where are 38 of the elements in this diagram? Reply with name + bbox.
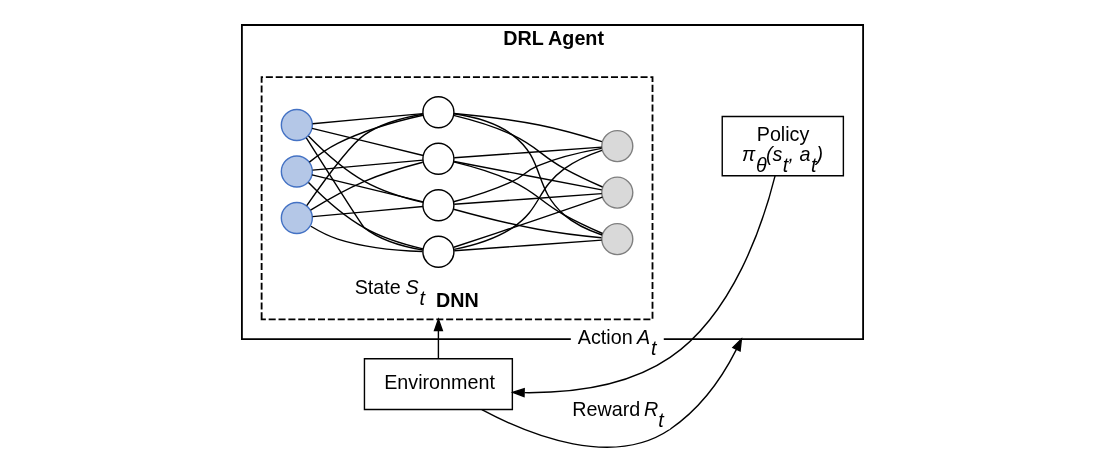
connector	[308, 114, 424, 163]
connector	[307, 181, 424, 250]
connector	[453, 146, 602, 159]
connector	[453, 160, 602, 191]
connector	[453, 192, 602, 205]
connector	[452, 113, 603, 236]
connector	[305, 137, 424, 251]
node-box: Environment	[363, 358, 513, 411]
arrow	[480, 337, 742, 448]
connector	[311, 205, 424, 218]
connector	[311, 112, 424, 125]
node-circle	[600, 222, 633, 256]
connector	[310, 127, 424, 157]
connector	[452, 149, 603, 251]
node-circle	[421, 189, 455, 222]
connector	[309, 161, 423, 211]
connector	[452, 161, 603, 235]
connector	[310, 174, 424, 203]
arrow	[432, 317, 443, 360]
node-circle	[280, 155, 313, 188]
node-circle	[280, 108, 313, 142]
connector	[307, 135, 424, 204]
connector	[453, 239, 602, 252]
connector	[452, 112, 603, 143]
connector	[452, 196, 603, 248]
node-circle	[421, 142, 455, 175]
connector	[305, 113, 423, 207]
connector	[452, 208, 602, 239]
connector	[452, 114, 603, 188]
node-circle	[421, 96, 455, 129]
arrow	[510, 175, 776, 398]
connector	[452, 147, 602, 203]
node-circle	[421, 235, 455, 268]
node-circle	[600, 129, 633, 163]
node-circle	[280, 201, 313, 235]
connector	[309, 225, 423, 253]
node-circle	[600, 176, 633, 209]
connector	[311, 159, 424, 171]
